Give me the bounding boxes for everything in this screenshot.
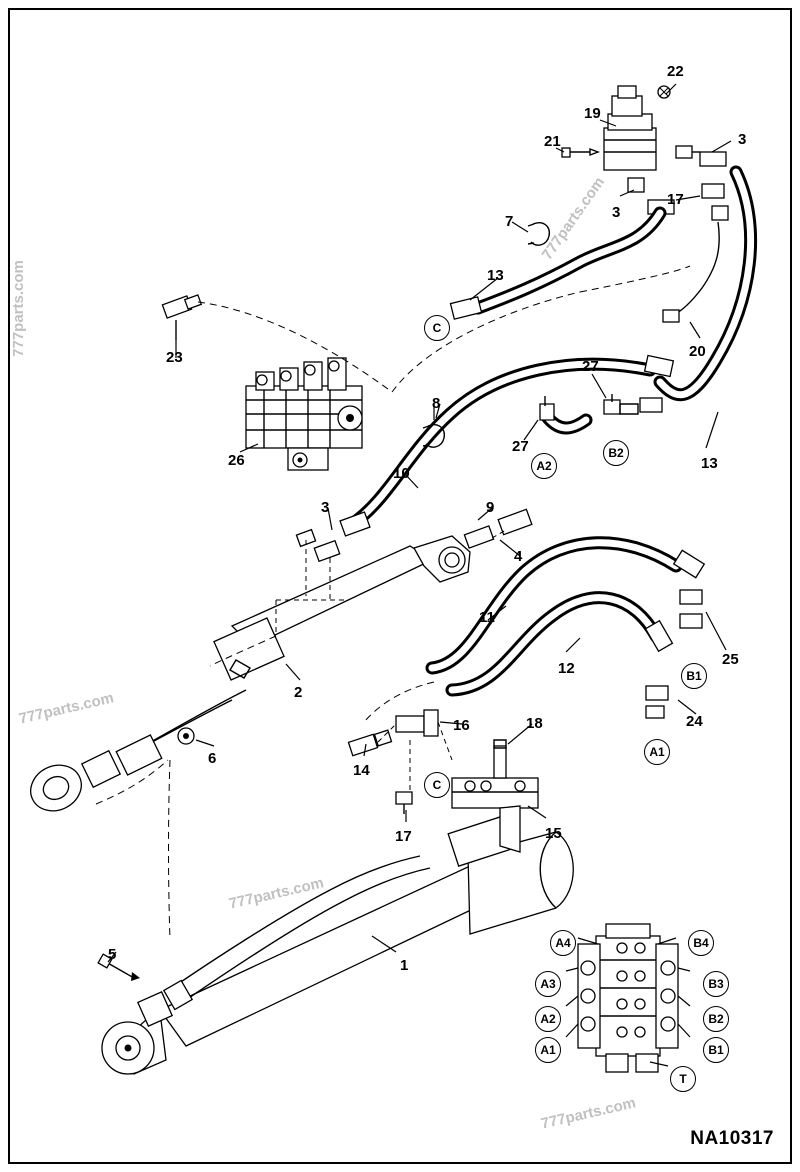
valve-port-a1: A1	[535, 1037, 561, 1063]
cylinder-2	[30, 535, 471, 812]
control-valve-26	[245, 357, 363, 471]
valve-port-b3: B3	[703, 971, 729, 997]
item-number-2: 2	[294, 684, 303, 701]
item-number-4: 4	[514, 548, 523, 565]
fittings-3-mid	[275, 511, 371, 636]
bolt-5	[97, 953, 140, 981]
hose-12	[445, 591, 674, 697]
item-number-11: 11	[479, 609, 495, 626]
fitting-4	[463, 508, 533, 549]
item-number-14: 14	[353, 762, 370, 779]
top-valve-block	[561, 85, 729, 221]
item-number-26: 26	[228, 452, 245, 469]
port-callout-a1: A1	[644, 739, 670, 765]
hose-13-upper	[449, 206, 667, 320]
item-number-20: 20	[689, 343, 706, 360]
hose-11	[425, 536, 706, 675]
item-number-25: 25	[722, 651, 739, 668]
port-callout-c: C	[424, 772, 450, 798]
item-number-18: 18	[526, 715, 543, 732]
valve-port-a4: A4	[550, 930, 576, 956]
item-number-27: 27	[512, 438, 529, 455]
hose-27	[539, 394, 663, 435]
item-number-1: 1	[400, 957, 409, 974]
page-border	[8, 8, 792, 1164]
item-number-21: 21	[544, 133, 561, 150]
line-20	[662, 221, 720, 323]
item-number-23: 23	[166, 349, 183, 366]
item-number-12: 12	[558, 660, 575, 677]
port-callout-b1: B1	[681, 663, 707, 689]
fitting-23	[161, 294, 393, 393]
hose-13-right	[653, 165, 758, 402]
item-number-13: 13	[701, 455, 718, 472]
item-number-22: 22	[667, 63, 684, 80]
valve-port-t: T	[670, 1066, 696, 1092]
item-number-19: 19	[584, 105, 601, 122]
lower-valve-group	[347, 709, 539, 853]
hose-9	[345, 354, 675, 531]
item-number-10: 10	[393, 465, 410, 482]
valve-detail-block	[565, 923, 691, 1073]
valve-port-a2: A2	[535, 1006, 561, 1032]
valve-port-b1: B1	[703, 1037, 729, 1063]
item-number-3: 3	[612, 204, 621, 221]
clamp-8	[422, 404, 445, 448]
port-callout-c: C	[424, 315, 450, 341]
item-number-15: 15	[545, 825, 562, 842]
port-callout-b2: B2	[603, 440, 629, 466]
cylinder-1	[101, 815, 574, 1075]
item-number-27: 27	[582, 358, 599, 375]
item-number-6: 6	[208, 750, 217, 767]
item-number-16: 16	[453, 717, 470, 734]
watermark: 777parts.com	[9, 260, 27, 357]
item-number-17: 17	[667, 191, 684, 208]
item-number-3: 3	[738, 131, 747, 148]
drawing-number: NA10317	[690, 1128, 774, 1149]
valve-port-a3: A3	[535, 971, 561, 997]
valve-port-b4: B4	[688, 930, 714, 956]
item-number-9: 9	[486, 499, 495, 516]
clamp-7	[527, 222, 550, 246]
item-number-5: 5	[108, 946, 117, 963]
item-number-8: 8	[432, 395, 441, 412]
valve-port-b2: B2	[703, 1006, 729, 1032]
item-number-24: 24	[686, 713, 703, 730]
leader-lines	[107, 83, 732, 963]
item-number-17: 17	[395, 828, 412, 845]
port-callout-a2: A2	[531, 453, 557, 479]
item-number-13: 13	[487, 267, 504, 284]
item-number-3: 3	[321, 499, 330, 516]
dashed-guides	[95, 265, 691, 941]
fittings-24-25	[645, 589, 703, 719]
item-number-7: 7	[505, 213, 514, 230]
